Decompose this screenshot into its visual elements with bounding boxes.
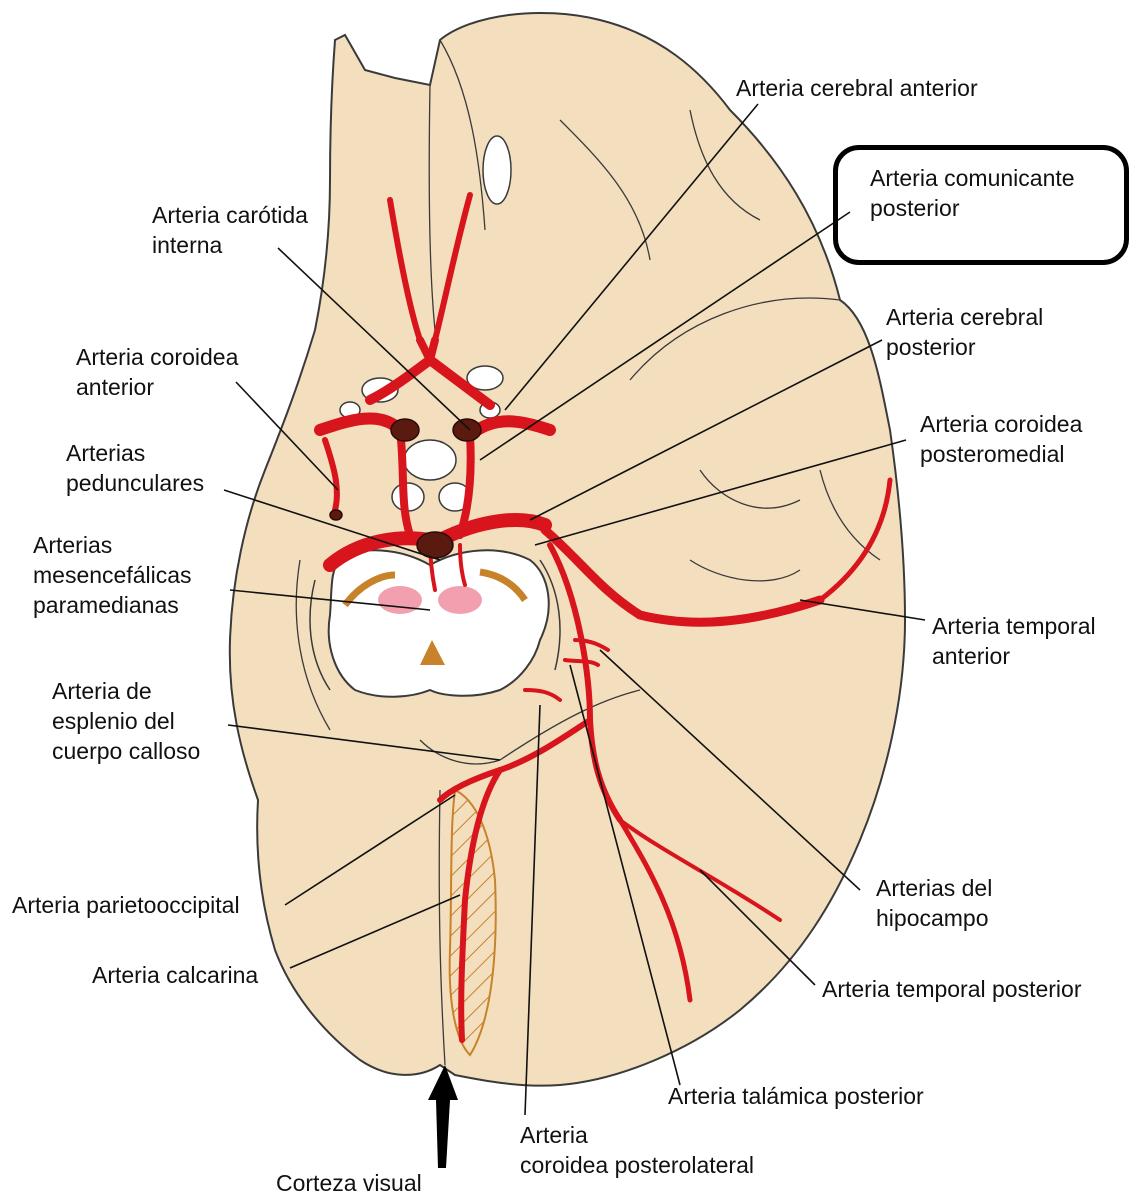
label-cerebral-anterior: Arteria cerebral anterior [736,73,978,103]
label-esplenio: Arteria de esplenio del cuerpo calloso [52,676,200,766]
label-talamica-posterior: Arteria talámica posterior [668,1081,924,1111]
label-temporal-posterior: Arteria temporal posterior [822,974,1082,1004]
label-parietooccipital: Arteria parietooccipital [12,890,240,920]
label-coroidea-posteromedial: Arteria coroidea posteromedial [920,409,1082,469]
olfactory-bulb [483,136,511,204]
midbrain-section [329,550,549,696]
label-comunicante-posterior: Arteria comunicante posterior [870,163,1075,223]
nucleus-right [438,586,482,614]
label-coroidea-anterior: Arteria coroidea anterior [76,342,238,402]
label-corteza-visual: Corteza visual [276,1168,422,1198]
label-mesencefalicas: Arterias mesencefálicas paramedianas [33,530,192,620]
label-calcarina: Arteria calcarina [92,960,258,990]
label-pedunculares: Arterias pedunculares [66,438,204,498]
label-cerebral-posterior: Arteria cerebral posterior [886,302,1043,362]
nucleus-left [378,586,422,614]
label-coroidea-posterolateral: Arteria coroidea posterolateral [520,1120,754,1180]
label-hipocampo: Arterias del hipocampo [876,873,992,933]
label-carotida-interna: Arteria carótida interna [152,200,308,260]
visual-cortex-arrow [428,1065,458,1168]
label-temporal-anterior: Arteria temporal anterior [932,611,1096,671]
